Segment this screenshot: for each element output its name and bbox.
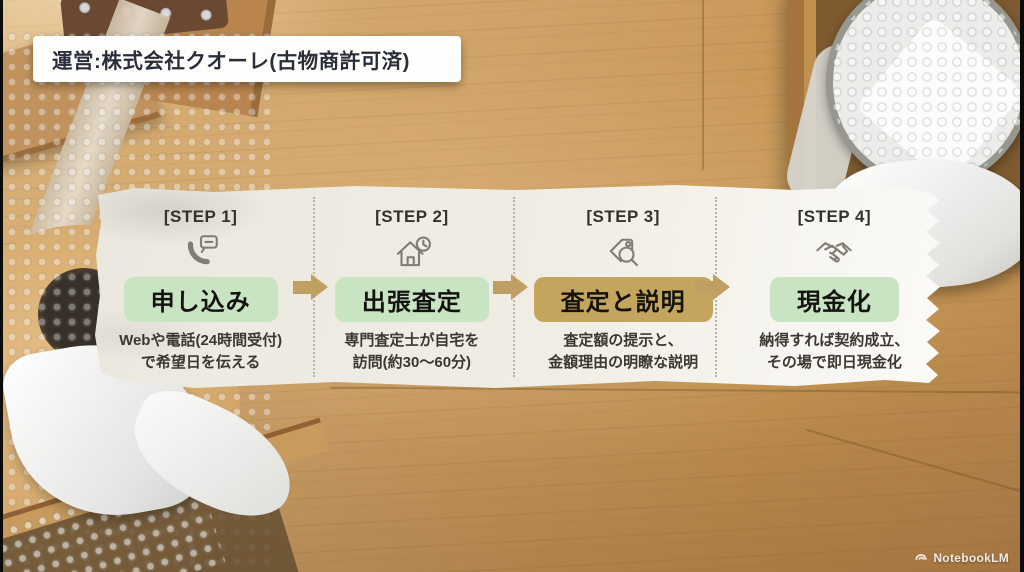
operator-badge-label: 運営:株式会社クオーレ(古物商許可済) [52, 50, 410, 73]
step-1: [STEP 1] 申し込み Webや電話(24時間受付) で希望日を伝える [95, 185, 306, 388]
operator-badge: 運営:株式会社クオーレ(古物商許可済) [33, 36, 461, 82]
bubble-wrap-overlay [830, 0, 1024, 184]
notebooklm-logo-icon [915, 554, 928, 560]
wood-plank-seam [702, 0, 704, 170]
step-3-title-pill: 査定と説明 [533, 277, 713, 322]
step-3-title: 査定と説明 [560, 289, 686, 316]
left-edge-bar [0, 0, 3, 572]
tag-magnifier-icon [600, 230, 646, 274]
step-1-label: [STEP 1] [163, 207, 238, 226]
step-2-label: [STEP 2] [375, 207, 449, 226]
phone-chat-icon [178, 230, 224, 274]
step-2-title-pill: 出張査定 [334, 277, 489, 322]
flow-arrow-icon [493, 274, 528, 300]
step-4-title-pill: 現金化 [769, 277, 899, 322]
step-1-title-pill: 申し込み [123, 277, 278, 322]
step-4-title: 現金化 [796, 289, 872, 316]
handshake-icon [811, 230, 857, 274]
house-clock-icon [389, 230, 435, 274]
step-2-description: 専門査定士が自宅を 訪問(約30〜60分) [344, 332, 480, 371]
step-2: [STEP 2] 出張査定 専門査定士が自宅を 訪問(約30〜60分) [306, 185, 517, 388]
step-4-description: 納得すれば契約成立、 その場で即日現金化 [759, 332, 910, 371]
step-2-title: 出張査定 [361, 289, 462, 316]
step-3: [STEP 3] 査定と説明 査定額の提示と、 金額理由の明瞭な説明 [518, 185, 729, 388]
watermark-label: NotebookLM [933, 551, 1009, 565]
flow-arrow-icon [695, 274, 730, 300]
step-4: [STEP 4] 現金化 納得すれば契約成立、 その場で即日現金化 [729, 185, 940, 388]
flow-arrow-icon [293, 274, 328, 300]
step-4-label: [STEP 4] [797, 207, 872, 226]
step-1-title: 申し込み [150, 289, 251, 316]
step-3-description: 査定額の提示と、 金額理由の明瞭な説明 [548, 332, 699, 371]
step-1-description: Webや電話(24時間受付) で希望日を伝える [119, 332, 283, 371]
step-3-label: [STEP 3] [586, 207, 660, 226]
steps-banner: [STEP 1] 申し込み Webや電話(24時間受付) で希望日を伝える [S… [95, 185, 940, 388]
notebooklm-watermark: NotebookLM [914, 551, 1009, 565]
right-edge-bar [1020, 0, 1024, 572]
